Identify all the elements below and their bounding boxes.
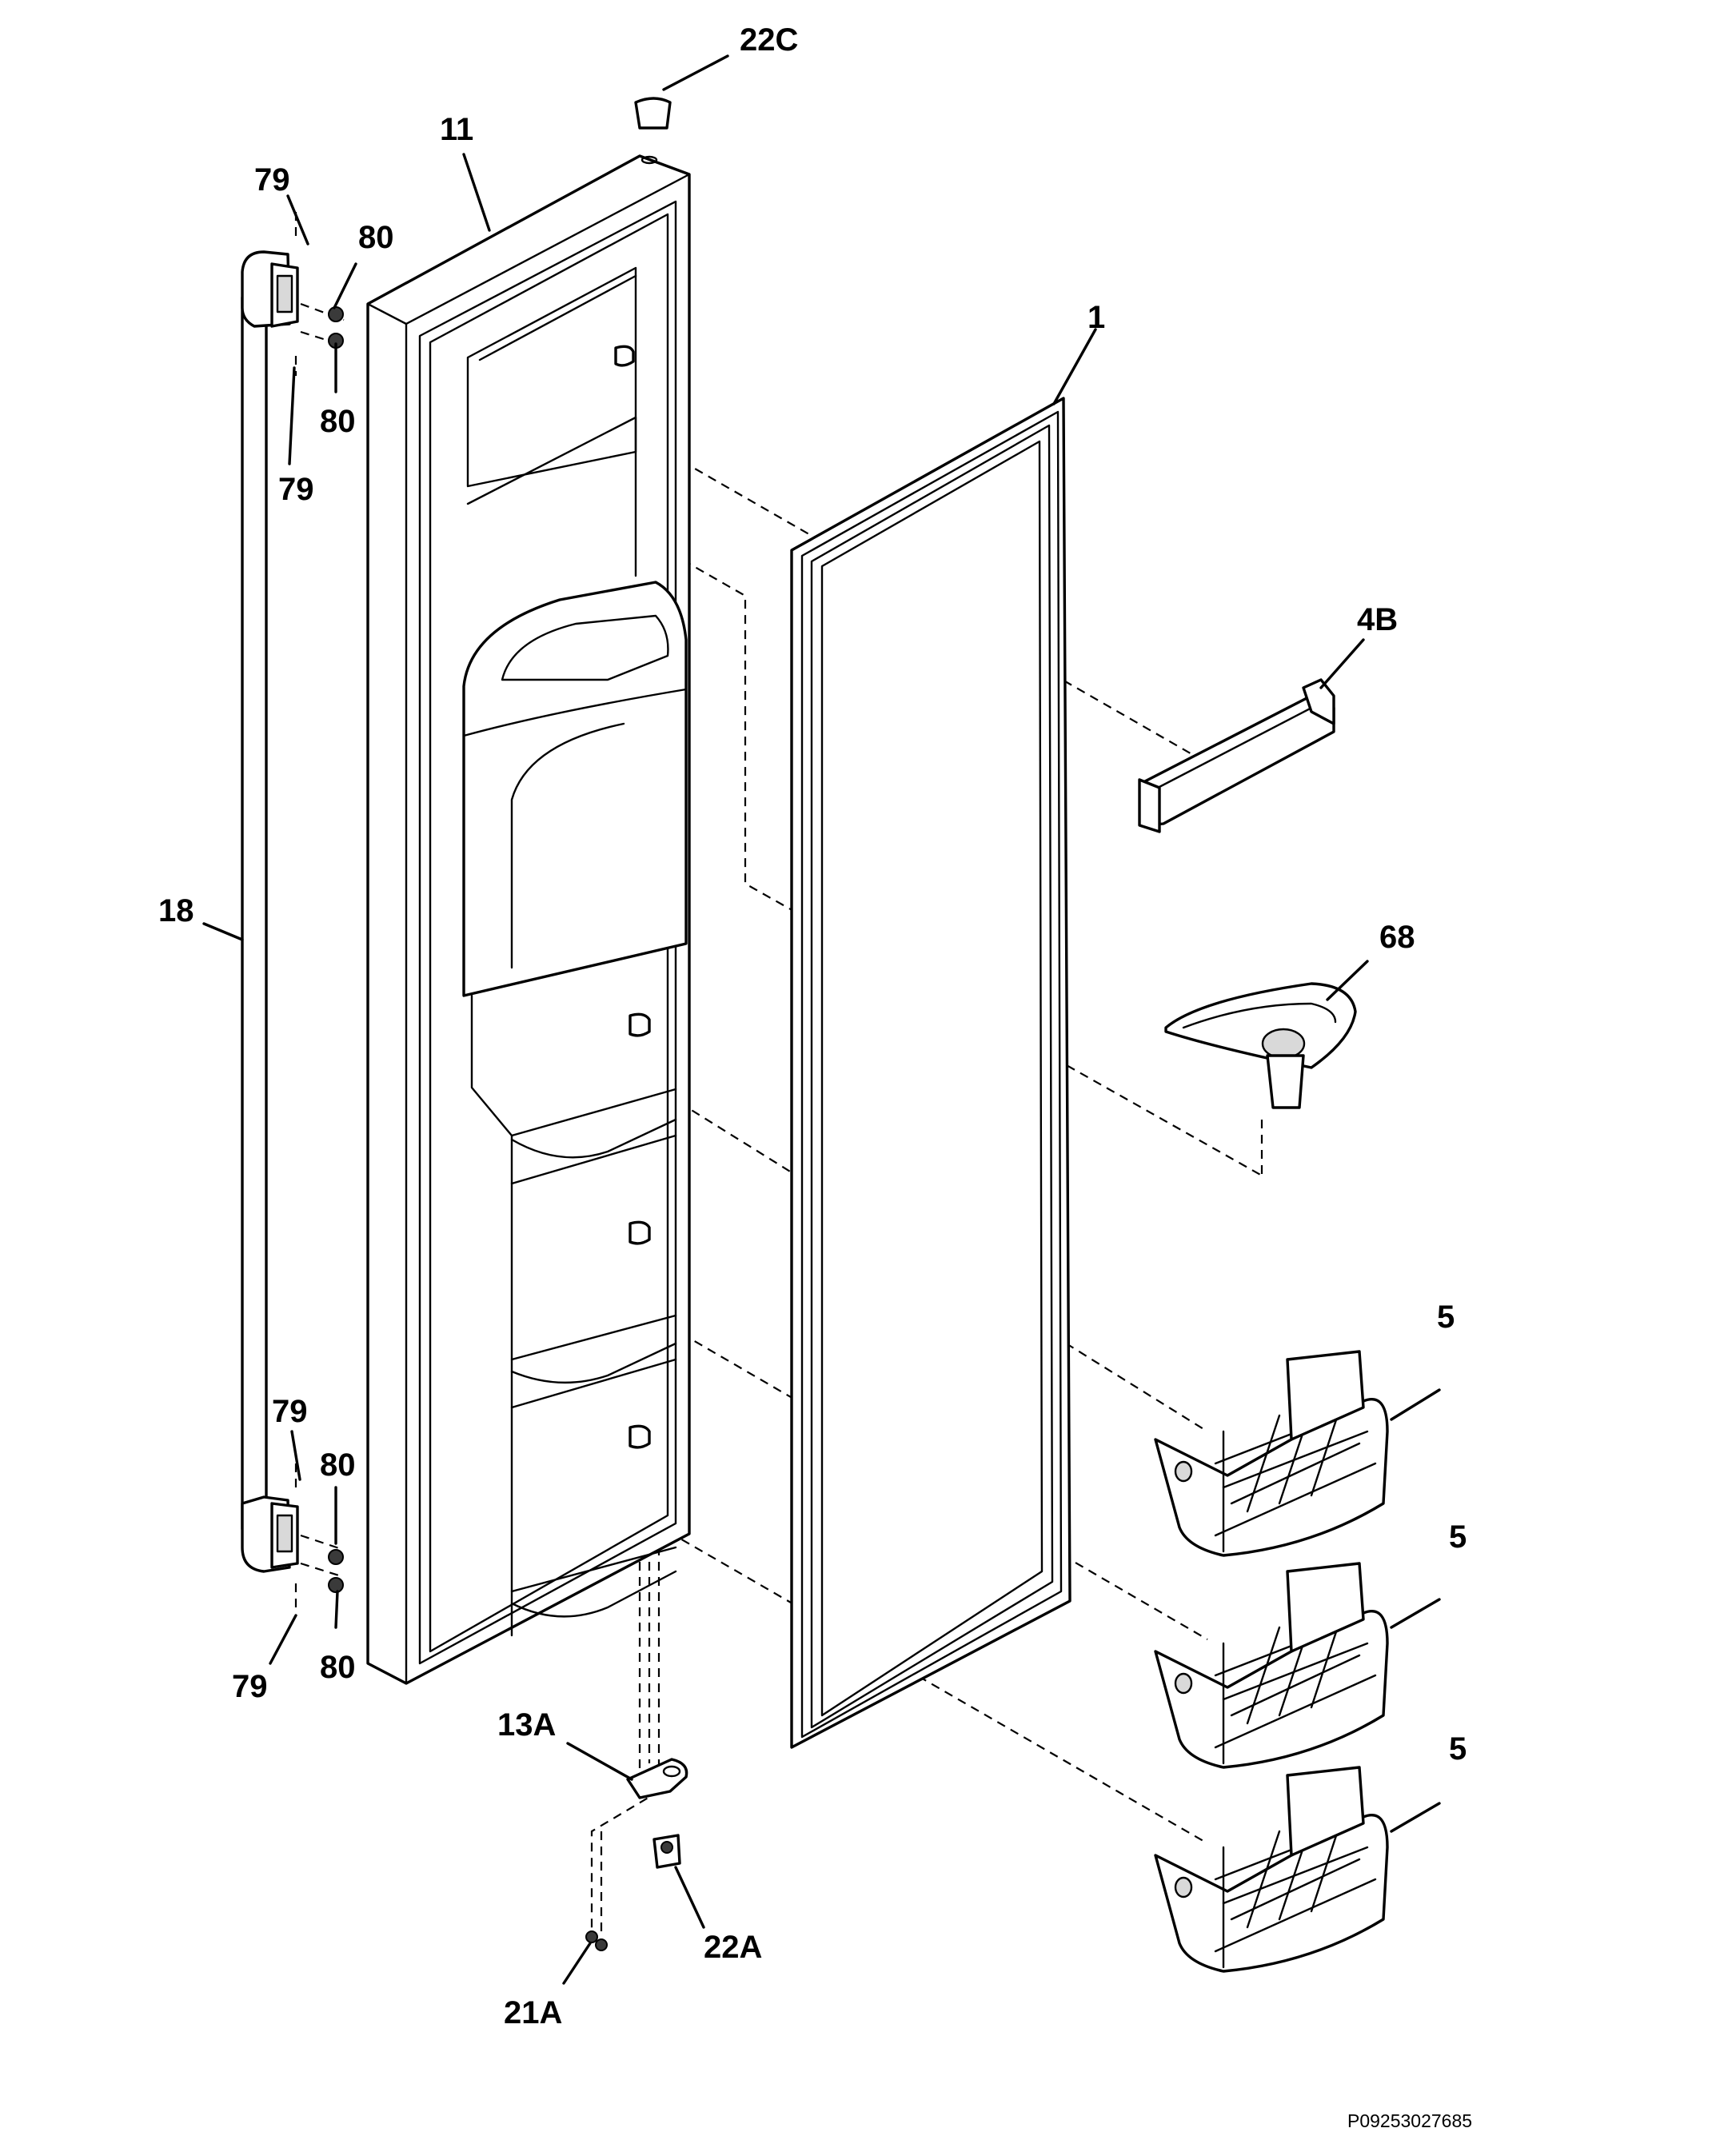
callout-80: 80 — [320, 404, 356, 439]
hinge-bushing-part-22A — [652, 1834, 681, 1869]
callout-80: 80 — [320, 1447, 356, 1483]
callout-1: 1 — [1087, 300, 1105, 335]
callout-79: 79 — [232, 1669, 268, 1704]
screw-part-21A — [585, 1930, 608, 1951]
door-liner-part-11 — [366, 97, 691, 1685]
shelf-rack-part-4B — [1138, 678, 1335, 833]
callout-leader-lines — [202, 54, 1441, 1985]
callout-80: 80 — [358, 220, 394, 255]
basket-part-5-a — [1154, 1350, 1389, 1557]
callout-11: 11 — [440, 112, 473, 147]
callout-80: 80 — [320, 1650, 356, 1685]
callout-22C: 22C — [740, 22, 798, 58]
gasket-part-1 — [790, 397, 1072, 1749]
callout-4B: 4B — [1357, 602, 1398, 637]
callout-18: 18 — [158, 893, 194, 928]
callout-68: 68 — [1379, 920, 1415, 955]
callout-5: 5 — [1449, 1519, 1467, 1555]
callout-5: 5 — [1449, 1731, 1467, 1767]
callout-79: 79 — [278, 472, 314, 507]
figure-reference-code: P09253027685 — [1347, 2110, 1472, 2131]
callout-79: 79 — [272, 1394, 308, 1429]
callout-22A: 22A — [704, 1930, 762, 1965]
callout-numbers: 22C 11 79 80 80 79 1 4B 18 68 5 79 80 5 … — [158, 22, 1467, 2030]
hinge-bracket-part-13A — [626, 1758, 688, 1799]
basket-part-5-c — [1154, 1766, 1389, 1973]
callout-21A: 21A — [504, 1995, 562, 2030]
callout-13A: 13A — [497, 1707, 556, 1743]
screws-part-80 — [328, 306, 344, 1593]
basket-part-5-b — [1154, 1562, 1389, 1769]
funnel-part-68 — [1164, 982, 1357, 1109]
callout-79: 79 — [254, 162, 290, 198]
handle-part-18 — [241, 250, 299, 1573]
callout-5: 5 — [1437, 1300, 1455, 1335]
